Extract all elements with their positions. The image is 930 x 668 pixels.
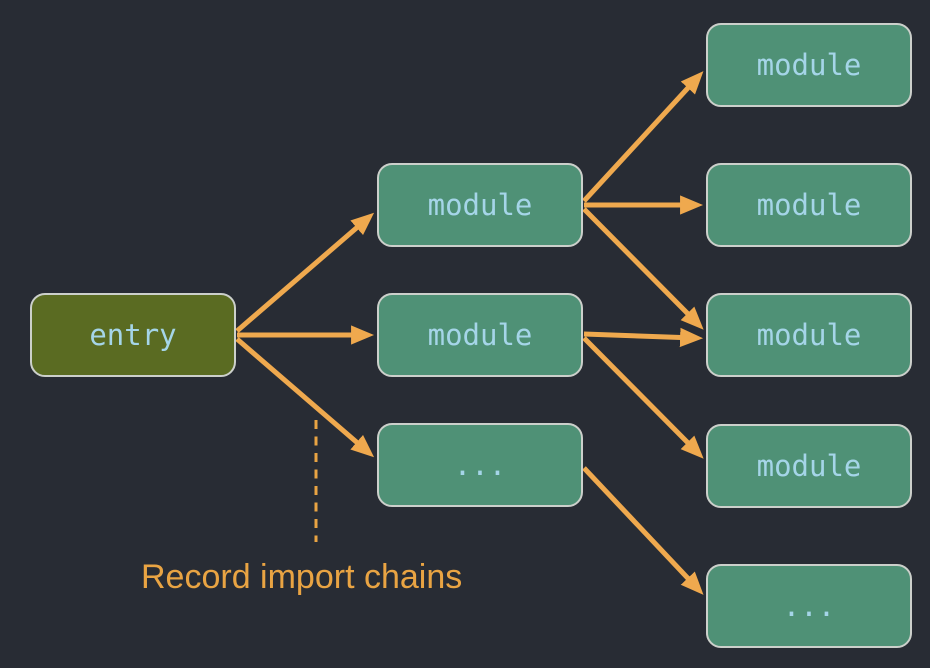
node-module-right-2: module bbox=[706, 163, 912, 247]
edge-module-mid-center-to-module-right-4 bbox=[582, 336, 704, 459]
edge-entry-to-module-mid-top bbox=[235, 212, 375, 333]
node-module-right-1-label: module bbox=[756, 48, 862, 82]
node-module-right-4-label: module bbox=[756, 449, 862, 483]
edge-module-mid-top-to-module-right-3 bbox=[582, 207, 704, 330]
node-module-mid-center-label: module bbox=[427, 318, 533, 352]
annotation-label: Record import chains bbox=[141, 558, 463, 596]
node-entry-label: entry bbox=[89, 318, 177, 352]
node-ellipsis-right: ... bbox=[706, 564, 912, 648]
node-module-right-4: module bbox=[706, 424, 912, 508]
edge-entry-to-ellipsis-mid bbox=[235, 337, 375, 458]
edge-ellipsis-mid-to-ellipsis-right bbox=[582, 466, 704, 595]
node-ellipsis-mid: ... bbox=[377, 423, 583, 507]
edge-module-mid-top-to-module-right-1 bbox=[582, 71, 704, 203]
node-ellipsis-right-label: ... bbox=[782, 589, 836, 623]
node-module-right-1: module bbox=[706, 23, 912, 107]
edge-module-mid-center-to-module-right-3 bbox=[583, 327, 704, 348]
node-module-mid-top-label: module bbox=[427, 188, 533, 222]
node-module-right-3: module bbox=[706, 293, 912, 377]
node-ellipsis-mid-label: ... bbox=[453, 448, 507, 482]
node-entry: entry bbox=[30, 293, 236, 377]
node-module-right-3-label: module bbox=[756, 318, 862, 352]
node-module-mid-top: module bbox=[377, 163, 583, 247]
node-module-right-2-label: module bbox=[756, 188, 862, 222]
node-module-mid-center: module bbox=[377, 293, 583, 377]
